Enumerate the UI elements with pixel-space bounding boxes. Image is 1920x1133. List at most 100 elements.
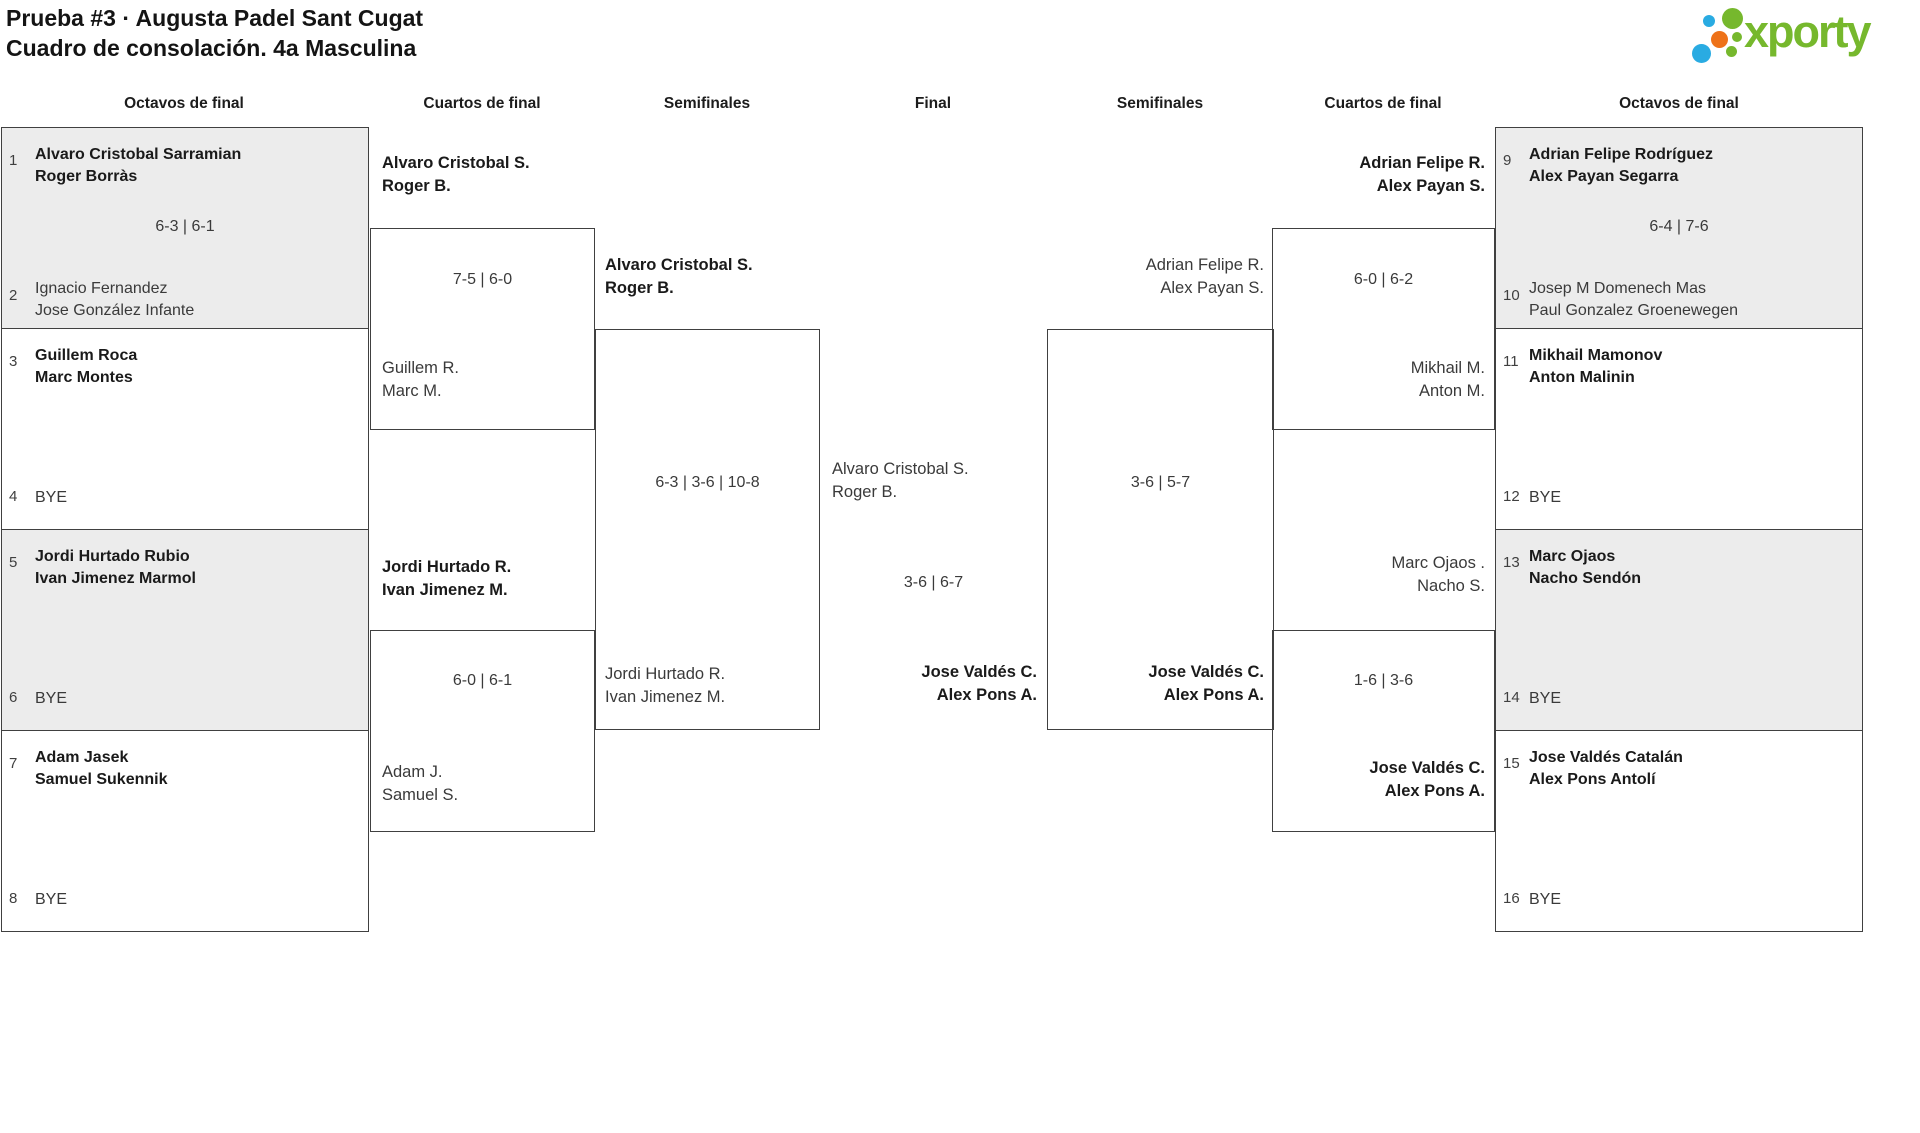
- player-name: Ignacio Fernandez: [35, 280, 168, 297]
- match-score: 3-6 | 5-7: [1130, 474, 1191, 491]
- player-name: Alex Payan S.: [1376, 177, 1485, 195]
- player-name: Alex Payan S.: [1160, 279, 1264, 297]
- player-name: Jose Valdés Catalán: [1529, 749, 1683, 766]
- match-box-octavos-1-2: 1 Alvaro Cristobal Sarramian Roger Borrà…: [1, 127, 369, 329]
- player-name: Marc Ojaos .: [1391, 554, 1485, 572]
- player-name: Jordi Hurtado Rubio: [35, 548, 190, 565]
- connector-semifinal-right: [1047, 329, 1274, 730]
- seed-number: 13: [1503, 554, 1520, 571]
- round-header-octavos-left: Octavos de final: [124, 95, 244, 112]
- player-name: Josep M Domenech Mas: [1529, 280, 1706, 297]
- round-header-cuartos-right: Cuartos de final: [1324, 95, 1442, 112]
- tournament-name: Prueba #3 · Augusta Padel Sant Cugat: [6, 5, 424, 31]
- round-header-cuartos-left: Cuartos de final: [423, 95, 541, 112]
- team-entry: Marc Ojaos . Nacho S.: [1270, 552, 1485, 598]
- team-entry: Mikhail M. Anton M.: [1270, 357, 1485, 403]
- team-entry: Josep M Domenech Mas Paul Gonzalez Groen…: [1529, 278, 1858, 322]
- match-score: 6-3 | 6-1: [155, 218, 215, 235]
- logo-dot-blue-small-icon: [1703, 15, 1715, 27]
- team-entry: BYE: [1529, 487, 1858, 509]
- player-name: Jordi Hurtado R.: [605, 665, 726, 683]
- player-name: Roger B.: [605, 279, 674, 297]
- match-score: 6-0 | 6-2: [1353, 271, 1414, 288]
- match-box-octavos-7-8: 7 Adam Jasek Samuel Sukennik 8 BYE: [1, 730, 369, 932]
- team-entry: Mikhail Mamonov Anton Malinin: [1529, 345, 1858, 389]
- team-entry: Alvaro Cristobal S. Roger B.: [832, 458, 1037, 504]
- player-name: Adrian Felipe Rodríguez: [1529, 146, 1714, 163]
- player-name: Alvaro Cristobal S.: [605, 256, 753, 274]
- seed-number: 5: [9, 554, 18, 571]
- team-entry: Jose Valdés Catalán Alex Pons Antolí: [1529, 747, 1858, 791]
- team-entry: BYE: [35, 688, 364, 710]
- bye-label: BYE: [35, 891, 68, 908]
- match-score: 1-6 | 3-6: [1353, 672, 1414, 689]
- team-entry: BYE: [1529, 688, 1858, 710]
- xporty-logo[interactable]: xporty: [1688, 2, 1914, 68]
- team-entry: Marc Ojaos Nacho Sendón: [1529, 546, 1858, 590]
- player-name: Paul Gonzalez Groenewegen: [1529, 302, 1739, 319]
- player-name: Alex Pons A.: [936, 686, 1037, 704]
- match-box-octavos-9-10: 9 Adrian Felipe Rodríguez Alex Payan Seg…: [1495, 127, 1863, 329]
- match-box-octavos-5-6: 5 Jordi Hurtado Rubio Ivan Jimenez Marmo…: [1, 529, 369, 731]
- team-entry: Guillem R. Marc M.: [382, 357, 592, 403]
- player-name: Anton Malinin: [1529, 369, 1635, 386]
- player-name: Adrian Felipe R.: [1359, 154, 1485, 172]
- team-entry: Jose Valdés C. Alex Pons A.: [1049, 661, 1264, 707]
- seed-number: 8: [9, 890, 18, 907]
- logo-dot-green-small-icon: [1732, 32, 1742, 42]
- player-name: Marc Ojaos: [1529, 548, 1616, 565]
- player-name: Jose Valdés C.: [1148, 663, 1264, 681]
- connector-cuartos-left-2: [370, 630, 595, 832]
- player-name: Roger B.: [382, 177, 451, 195]
- seed-number: 7: [9, 755, 18, 772]
- player-name: Roger Borràs: [35, 168, 138, 185]
- team-entry: Adrian Felipe R. Alex Payan S.: [1049, 254, 1264, 300]
- match-score: 6-3 | 3-6 | 10-8: [655, 474, 760, 491]
- player-name: Alex Pons Antolí: [1529, 771, 1656, 788]
- match-box-octavos-13-14: 13 Marc Ojaos Nacho Sendón 14 BYE: [1495, 529, 1863, 731]
- player-name: Ivan Jimenez M.: [605, 688, 726, 706]
- player-name: Jordi Hurtado R.: [382, 558, 512, 576]
- bye-label: BYE: [1529, 489, 1562, 506]
- team-entry: Guillem Roca Marc Montes: [35, 345, 364, 389]
- seed-number: 2: [9, 287, 18, 304]
- logo-dot-green-large-icon: [1722, 8, 1743, 29]
- bye-label: BYE: [1529, 690, 1562, 707]
- player-name: Alvaro Cristobal Sarramian: [35, 146, 242, 163]
- team-entry: Adrian Felipe R. Alex Payan S.: [1270, 152, 1485, 198]
- player-name: Guillem Roca: [35, 347, 138, 364]
- player-name: Adam Jasek: [35, 749, 129, 766]
- match-box-octavos-3-4: 3 Guillem Roca Marc Montes 4 BYE: [1, 328, 369, 530]
- seed-number: 6: [9, 689, 18, 706]
- player-name: Guillem R.: [382, 359, 460, 377]
- player-name: Alex Pons A.: [1163, 686, 1264, 704]
- seed-number: 10: [1503, 287, 1520, 304]
- player-name: Adam J.: [382, 763, 443, 781]
- match-score: 7-5 | 6-0: [452, 271, 513, 288]
- team-entry: BYE: [35, 889, 364, 911]
- bye-label: BYE: [1529, 891, 1562, 908]
- player-name: Marc M.: [382, 382, 442, 400]
- logo-dot-blue-large-icon: [1692, 44, 1711, 63]
- player-name: Mikhail Mamonov: [1529, 347, 1663, 364]
- connector-semifinal-left: [595, 329, 820, 730]
- seed-number: 15: [1503, 755, 1520, 772]
- match-box-octavos-11-12: 11 Mikhail Mamonov Anton Malinin 12 BYE: [1495, 328, 1863, 530]
- round-header-semis-left: Semifinales: [663, 95, 751, 112]
- team-entry: Ignacio Fernandez Jose González Infante: [35, 278, 364, 322]
- team-entry: BYE: [1529, 889, 1858, 911]
- seed-number: 3: [9, 353, 18, 370]
- round-header-octavos-right: Octavos de final: [1619, 95, 1739, 112]
- seed-number: 4: [9, 488, 18, 505]
- player-name: Alex Pons A.: [1384, 782, 1485, 800]
- seed-number: 11: [1503, 353, 1519, 370]
- player-name: Samuel Sukennik: [35, 771, 168, 788]
- round-header-final: Final: [914, 95, 952, 112]
- player-name: Nacho Sendón: [1529, 570, 1642, 587]
- team-entry: Alvaro Cristobal Sarramian Roger Borràs: [35, 144, 364, 188]
- seed-number: 9: [1503, 152, 1512, 169]
- player-name: Roger B.: [832, 483, 898, 501]
- seed-number: 14: [1503, 689, 1520, 706]
- player-name: Jose Valdés C.: [1369, 759, 1485, 777]
